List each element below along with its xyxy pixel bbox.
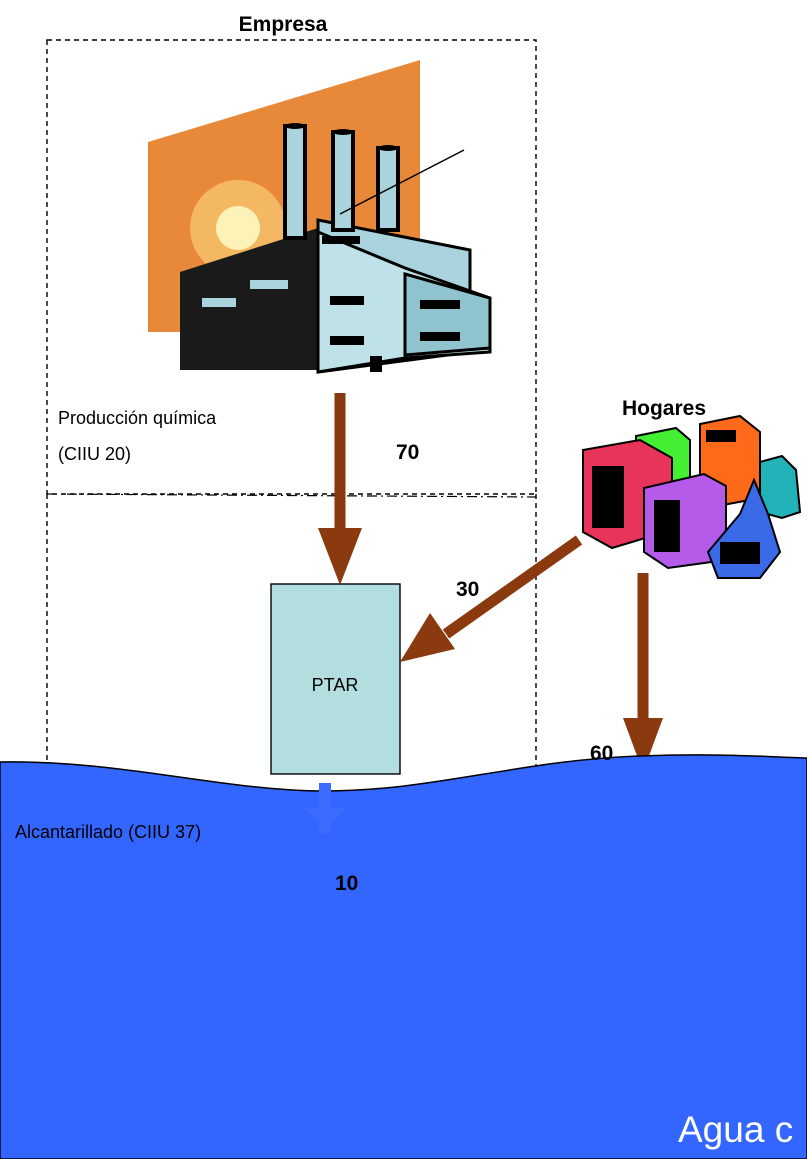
company-title: Empresa <box>239 13 328 36</box>
flow-arrow-ptar-to-water <box>303 783 347 833</box>
households-label: Hogares <box>622 397 706 420</box>
factory-icon <box>148 60 492 374</box>
flow-value-households-to-ptar: 30 <box>456 578 479 601</box>
water-body <box>0 754 807 1159</box>
water-body-label: Agua c <box>678 1109 793 1150</box>
flow-value-ptar-to-water: 10 <box>335 872 358 895</box>
company-boundary-divider <box>46 493 537 498</box>
city-buildings-icon <box>582 414 802 579</box>
company-boundary-box <box>46 39 537 495</box>
flow-arrow-factory-to-ptar <box>318 393 362 585</box>
ptar-label: PTAR <box>312 675 359 695</box>
flow-value-factory-to-ptar: 70 <box>396 441 419 464</box>
ptar-box <box>270 583 401 775</box>
flow-arrow-households-to-ptar <box>400 535 583 662</box>
chemical-production-label-line2: (CIIU 20) <box>58 444 131 464</box>
sewerage-label: Alcantarillado (CIIU 37) <box>15 822 201 842</box>
flow-value-households-to-water: 60 <box>590 742 613 765</box>
chemical-production-label-line1: Producción química <box>58 408 217 428</box>
flow-arrow-households-to-water <box>623 573 663 772</box>
